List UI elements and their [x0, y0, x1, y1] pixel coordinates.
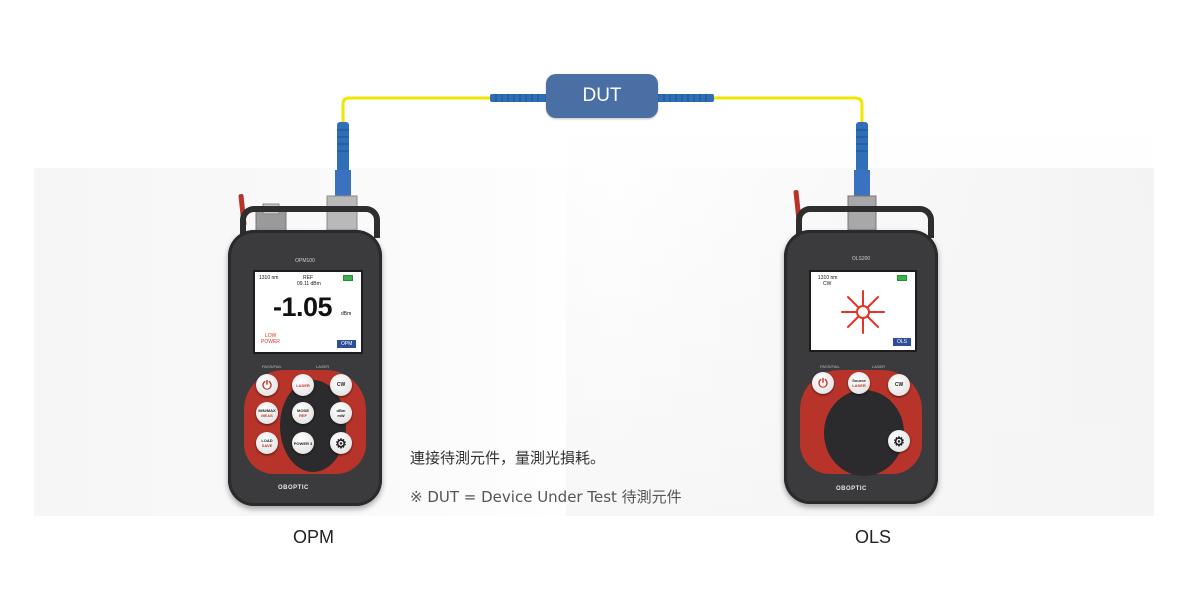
opm-connector-boot — [337, 122, 349, 172]
opm-dbm-sub: mW — [337, 413, 345, 418]
opm-model-label: OPM100 — [295, 258, 315, 264]
ols-brand-logo: OBOPTIC — [836, 486, 867, 492]
ols-cw-button[interactable]: CW — [888, 374, 910, 396]
ols-wavelength: 1310 nm — [818, 275, 838, 281]
dut-boot-right — [656, 94, 714, 102]
ols-led-laser: LASER — [872, 364, 886, 369]
opm-load-sub: SAVE — [261, 443, 273, 448]
opm-cw-button[interactable]: CW — [330, 374, 352, 396]
ols-screen: 1310 nm CW OLS — [809, 270, 917, 352]
opm-low-power-2: POWER — [261, 339, 280, 345]
opm-brand-logo: OBOPTIC — [278, 485, 309, 491]
description-text: 連接待測元件，量測光損耗。 — [410, 449, 606, 467]
opm-device: OPM100 1310 nm REF 09.11 dBm -1.05 dBm L… — [228, 230, 382, 506]
ols-model-label: OLS200 — [851, 256, 871, 262]
opm-minmax-label: MIN/MAX — [258, 408, 276, 413]
opm-connector-housing — [335, 170, 351, 200]
ols-source-sub: LASER — [852, 383, 866, 388]
ols-top-bumper — [796, 206, 934, 238]
ols-source-label: Source — [852, 378, 866, 383]
opm-screen: 1310 nm REF 09.11 dBm -1.05 dBm LOW POWE… — [253, 270, 363, 354]
opm-unit: dBm — [341, 311, 352, 317]
opm-minmax-sub: MEAS — [261, 413, 273, 418]
opm-dbm-label: dBm — [336, 408, 346, 413]
ols-source-button[interactable]: Source LASER — [848, 372, 870, 394]
ols-led-pass-fail: PASS/FAIL — [820, 364, 840, 369]
opm-mode-label: MODE — [297, 408, 309, 413]
opm-power3-button[interactable]: POWER 3 — [292, 432, 314, 454]
battery-icon — [343, 275, 353, 281]
opm-ref-value: 09.11 dBm — [297, 281, 321, 287]
fiber-cable-right — [712, 96, 864, 125]
opm-wavelength: 1310 nm — [259, 275, 279, 281]
ols-power-button[interactable]: ⏻ — [812, 372, 834, 394]
opm-led-pass-fail: PASS/FAIL — [262, 364, 282, 369]
ols-port — [847, 195, 877, 231]
opm-mode-tag: OPM — [337, 340, 357, 348]
opm-laser-button[interactable]: LASER — [292, 374, 314, 396]
opm-top-bumper — [240, 206, 380, 238]
dut-box: DUT — [546, 74, 658, 118]
fiber-cable-left — [341, 96, 492, 125]
opm-mode-sub: REF — [299, 413, 307, 418]
battery-icon — [897, 275, 907, 281]
ols-connector-boot — [856, 122, 868, 172]
opm-load-button[interactable]: LOAD SAVE — [256, 432, 278, 454]
ols-settings-gear-icon[interactable]: ⚙ — [888, 430, 910, 452]
ols-connector-housing — [854, 170, 870, 196]
ols-label: OLS — [855, 527, 892, 547]
laser-emission-icon — [841, 290, 885, 334]
dut-footnote: ※ DUT = Device Under Test 待測元件 — [410, 488, 682, 506]
opm-minmax-button[interactable]: MIN/MAX MEAS — [256, 402, 278, 424]
opm-load-label: LOAD — [261, 438, 273, 443]
opm-settings-gear-icon[interactable]: ⚙ — [330, 432, 352, 454]
opm-power-button[interactable]: ⏻ — [256, 374, 278, 396]
ols-mode-tag: OLS — [893, 338, 912, 346]
opm-mode-button[interactable]: MODE REF — [292, 402, 314, 424]
opm-ref-label: REF — [303, 275, 313, 281]
opm-label: OPM — [293, 527, 335, 547]
ols-device: OLS200 1310 nm CW OLS PASS/FAIL LASER ⏻ … — [784, 230, 938, 504]
dut-boot-left — [490, 94, 548, 102]
ols-mode: CW — [823, 281, 832, 287]
opm-low-power: LOW — [265, 333, 277, 339]
opm-led-laser: LASER — [316, 364, 330, 369]
opm-reading: -1.05 — [273, 292, 333, 322]
opm-keypad-disc — [280, 380, 346, 472]
opm-dbm-button[interactable]: dBm mW — [330, 402, 352, 424]
